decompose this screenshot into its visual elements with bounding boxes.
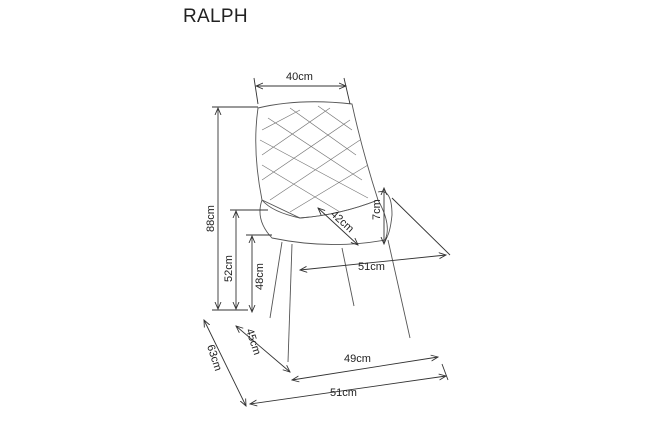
chair-backrest	[255, 101, 379, 219]
dim-seat-height: 52cm	[223, 209, 268, 309]
label-seat-height: 52cm	[223, 255, 235, 282]
dim-seat-to-floor: 48cm	[246, 234, 272, 312]
label-seat-to-floor: 48cm	[254, 263, 266, 290]
label-leg-depth: 45cm	[243, 327, 263, 356]
chair-leg	[269, 241, 283, 319]
dim-leg-width: 49cm	[292, 353, 438, 380]
chair-seat	[259, 199, 388, 245]
chair-leg	[387, 239, 411, 339]
label-seat-depth: 42cm	[328, 208, 356, 235]
dim-total-width: 51cm	[250, 363, 449, 404]
chair-leg	[341, 247, 355, 307]
dim-backrest-width: 40cm	[253, 71, 351, 105]
label-total-height: 88cm	[205, 205, 217, 232]
dim-armrest-height: 7cm	[371, 188, 384, 244]
label-total-width: 51cm	[330, 387, 357, 399]
label-armrest-height: 7cm	[371, 199, 383, 220]
label-leg-width: 49cm	[344, 353, 371, 365]
label-seat-width: 51cm	[358, 261, 385, 273]
dim-seat-width: 51cm	[300, 197, 451, 273]
dim-total-depth: 63cm	[204, 320, 246, 406]
backrest-quilt-pattern	[259, 105, 369, 213]
chair-drawing	[255, 101, 411, 363]
dim-total-height: 88cm	[205, 106, 258, 311]
product-title: RALPH	[183, 6, 248, 27]
chair-leg	[287, 243, 293, 363]
dim-seat-depth: 42cm	[318, 208, 358, 245]
label-backrest-width: 40cm	[286, 71, 313, 83]
dim-leg-depth: 45cm	[236, 326, 290, 372]
label-total-depth: 63cm	[204, 343, 224, 372]
